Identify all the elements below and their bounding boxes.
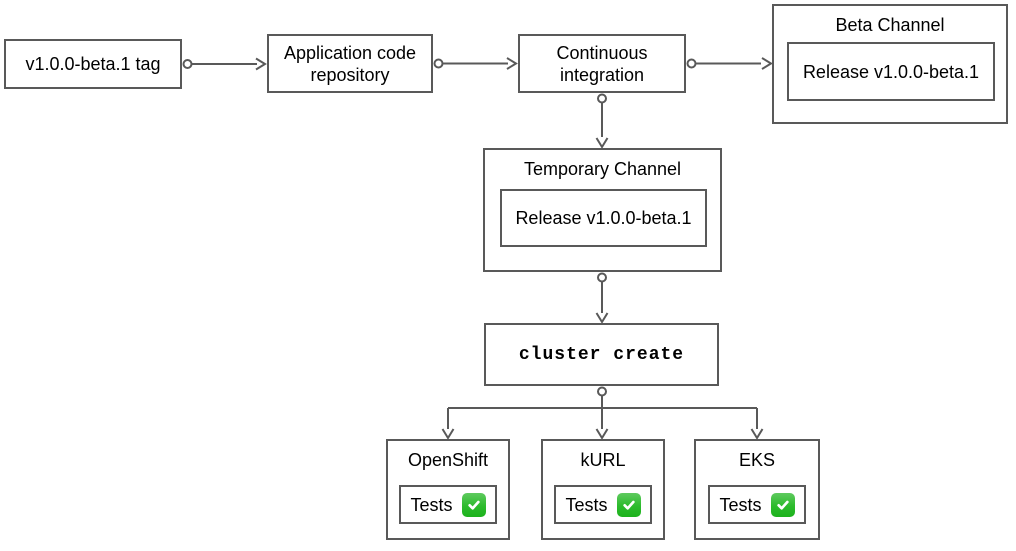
openshift-tests-box: Tests [399,485,497,524]
temporary-channel-title: Temporary Channel [523,159,682,179]
openshift-title: OpenShift [407,450,489,470]
check-mark-button-icon [461,492,486,517]
node-application-code-repository: Application code repository [267,34,433,93]
node-continuous-integration: Continuous integration [518,34,686,93]
beta-channel-release-label: Release v1.0.0-beta.1 [802,61,980,82]
application-code-repository-label: Application code repository [283,42,417,85]
eks-tests-box: Tests [708,485,806,524]
edge-ci-to-beta-channel [686,57,773,70]
edge-cluster-create-to-clusters [441,386,764,440]
continuous-integration-label: Continuous integration [556,42,648,85]
node-kurl: kURL Tests [541,439,665,540]
kurl-tests-label: Tests [565,494,608,515]
eks-title: EKS [738,450,776,470]
node-version-tag: v1.0.0-beta.1 tag [4,39,182,89]
node-temporary-channel: Temporary Channel Release v1.0.0-beta.1 [483,148,722,272]
temporary-channel-release-label: Release v1.0.0-beta.1 [515,208,692,228]
node-cluster-create: cluster create [484,323,719,386]
kurl-tests-box: Tests [554,485,652,524]
node-beta-channel: Beta Channel Release v1.0.0-beta.1 [772,4,1008,124]
edge-ci-to-temporary-channel [595,93,609,149]
node-eks: EKS Tests [694,439,820,540]
beta-channel-title: Beta Channel [835,15,945,35]
check-mark-button-icon [616,492,641,517]
openshift-tests-label: Tests [410,494,453,515]
node-openshift: OpenShift Tests [386,439,510,540]
edge-repo-to-ci [433,57,518,70]
version-tag-label: v1.0.0-beta.1 tag [25,54,161,74]
eks-tests-label: Tests [719,494,762,515]
temporary-channel-release-box: Release v1.0.0-beta.1 [500,189,707,247]
edge-tag-to-repo [182,57,267,71]
kurl-title: kURL [580,450,626,470]
check-mark-button-icon [770,492,795,517]
cluster-create-label: cluster create [518,344,685,365]
edge-temporary-channel-to-cluster-create [595,272,609,324]
beta-channel-release-box: Release v1.0.0-beta.1 [787,42,995,101]
